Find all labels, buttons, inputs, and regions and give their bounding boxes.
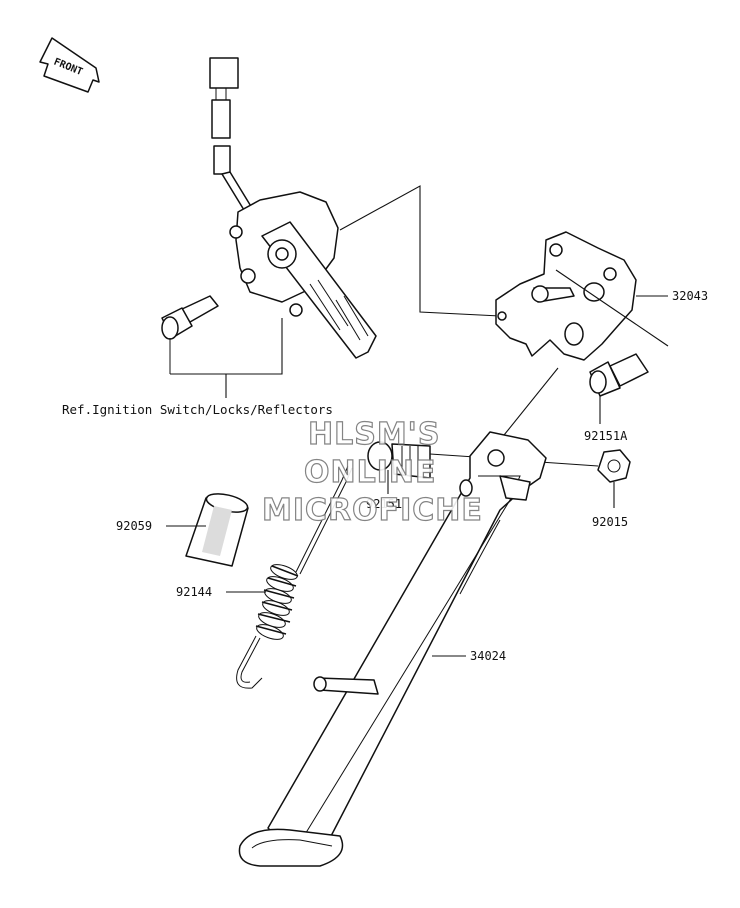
side-stand-34024 xyxy=(238,431,547,867)
reference-note: Ref.Ignition Switch/Locks/Reflectors xyxy=(62,402,333,417)
switch-bolt xyxy=(161,295,219,374)
bolt-92151 xyxy=(367,441,431,479)
svg-text:MICROFICHE: MICROFICHE xyxy=(262,493,483,528)
svg-text:HLSM'S: HLSM'S xyxy=(308,417,440,452)
svg-text:ONLINE: ONLINE xyxy=(304,455,437,490)
bracket-leader-b xyxy=(499,367,559,441)
reference-bracket xyxy=(170,318,283,375)
part-number-34024: 34024 xyxy=(470,649,506,663)
part-number-92151A: 92151A xyxy=(584,429,628,443)
front-arrow-icon: FRONT xyxy=(39,37,100,93)
part-number-92151: 92151 xyxy=(366,497,402,511)
nut-92015 xyxy=(597,449,631,483)
bracket-leader-a xyxy=(555,269,669,347)
bolt-92151A xyxy=(589,353,649,397)
watermark: HLSM'S ONLINE MICROFICHE xyxy=(261,416,483,528)
part-number-92059: 92059 xyxy=(116,519,152,533)
spring-92144 xyxy=(236,465,353,689)
part-number-32043: 32043 xyxy=(672,289,708,303)
part-number-92144: 92144 xyxy=(176,585,212,599)
collar-92059 xyxy=(185,493,249,567)
part-number-92015: 92015 xyxy=(592,515,628,529)
connector-wire xyxy=(209,57,253,211)
side-stand-switch xyxy=(229,191,377,359)
switch-to-bracket-line xyxy=(339,185,501,317)
bracket-32043 xyxy=(495,231,637,361)
